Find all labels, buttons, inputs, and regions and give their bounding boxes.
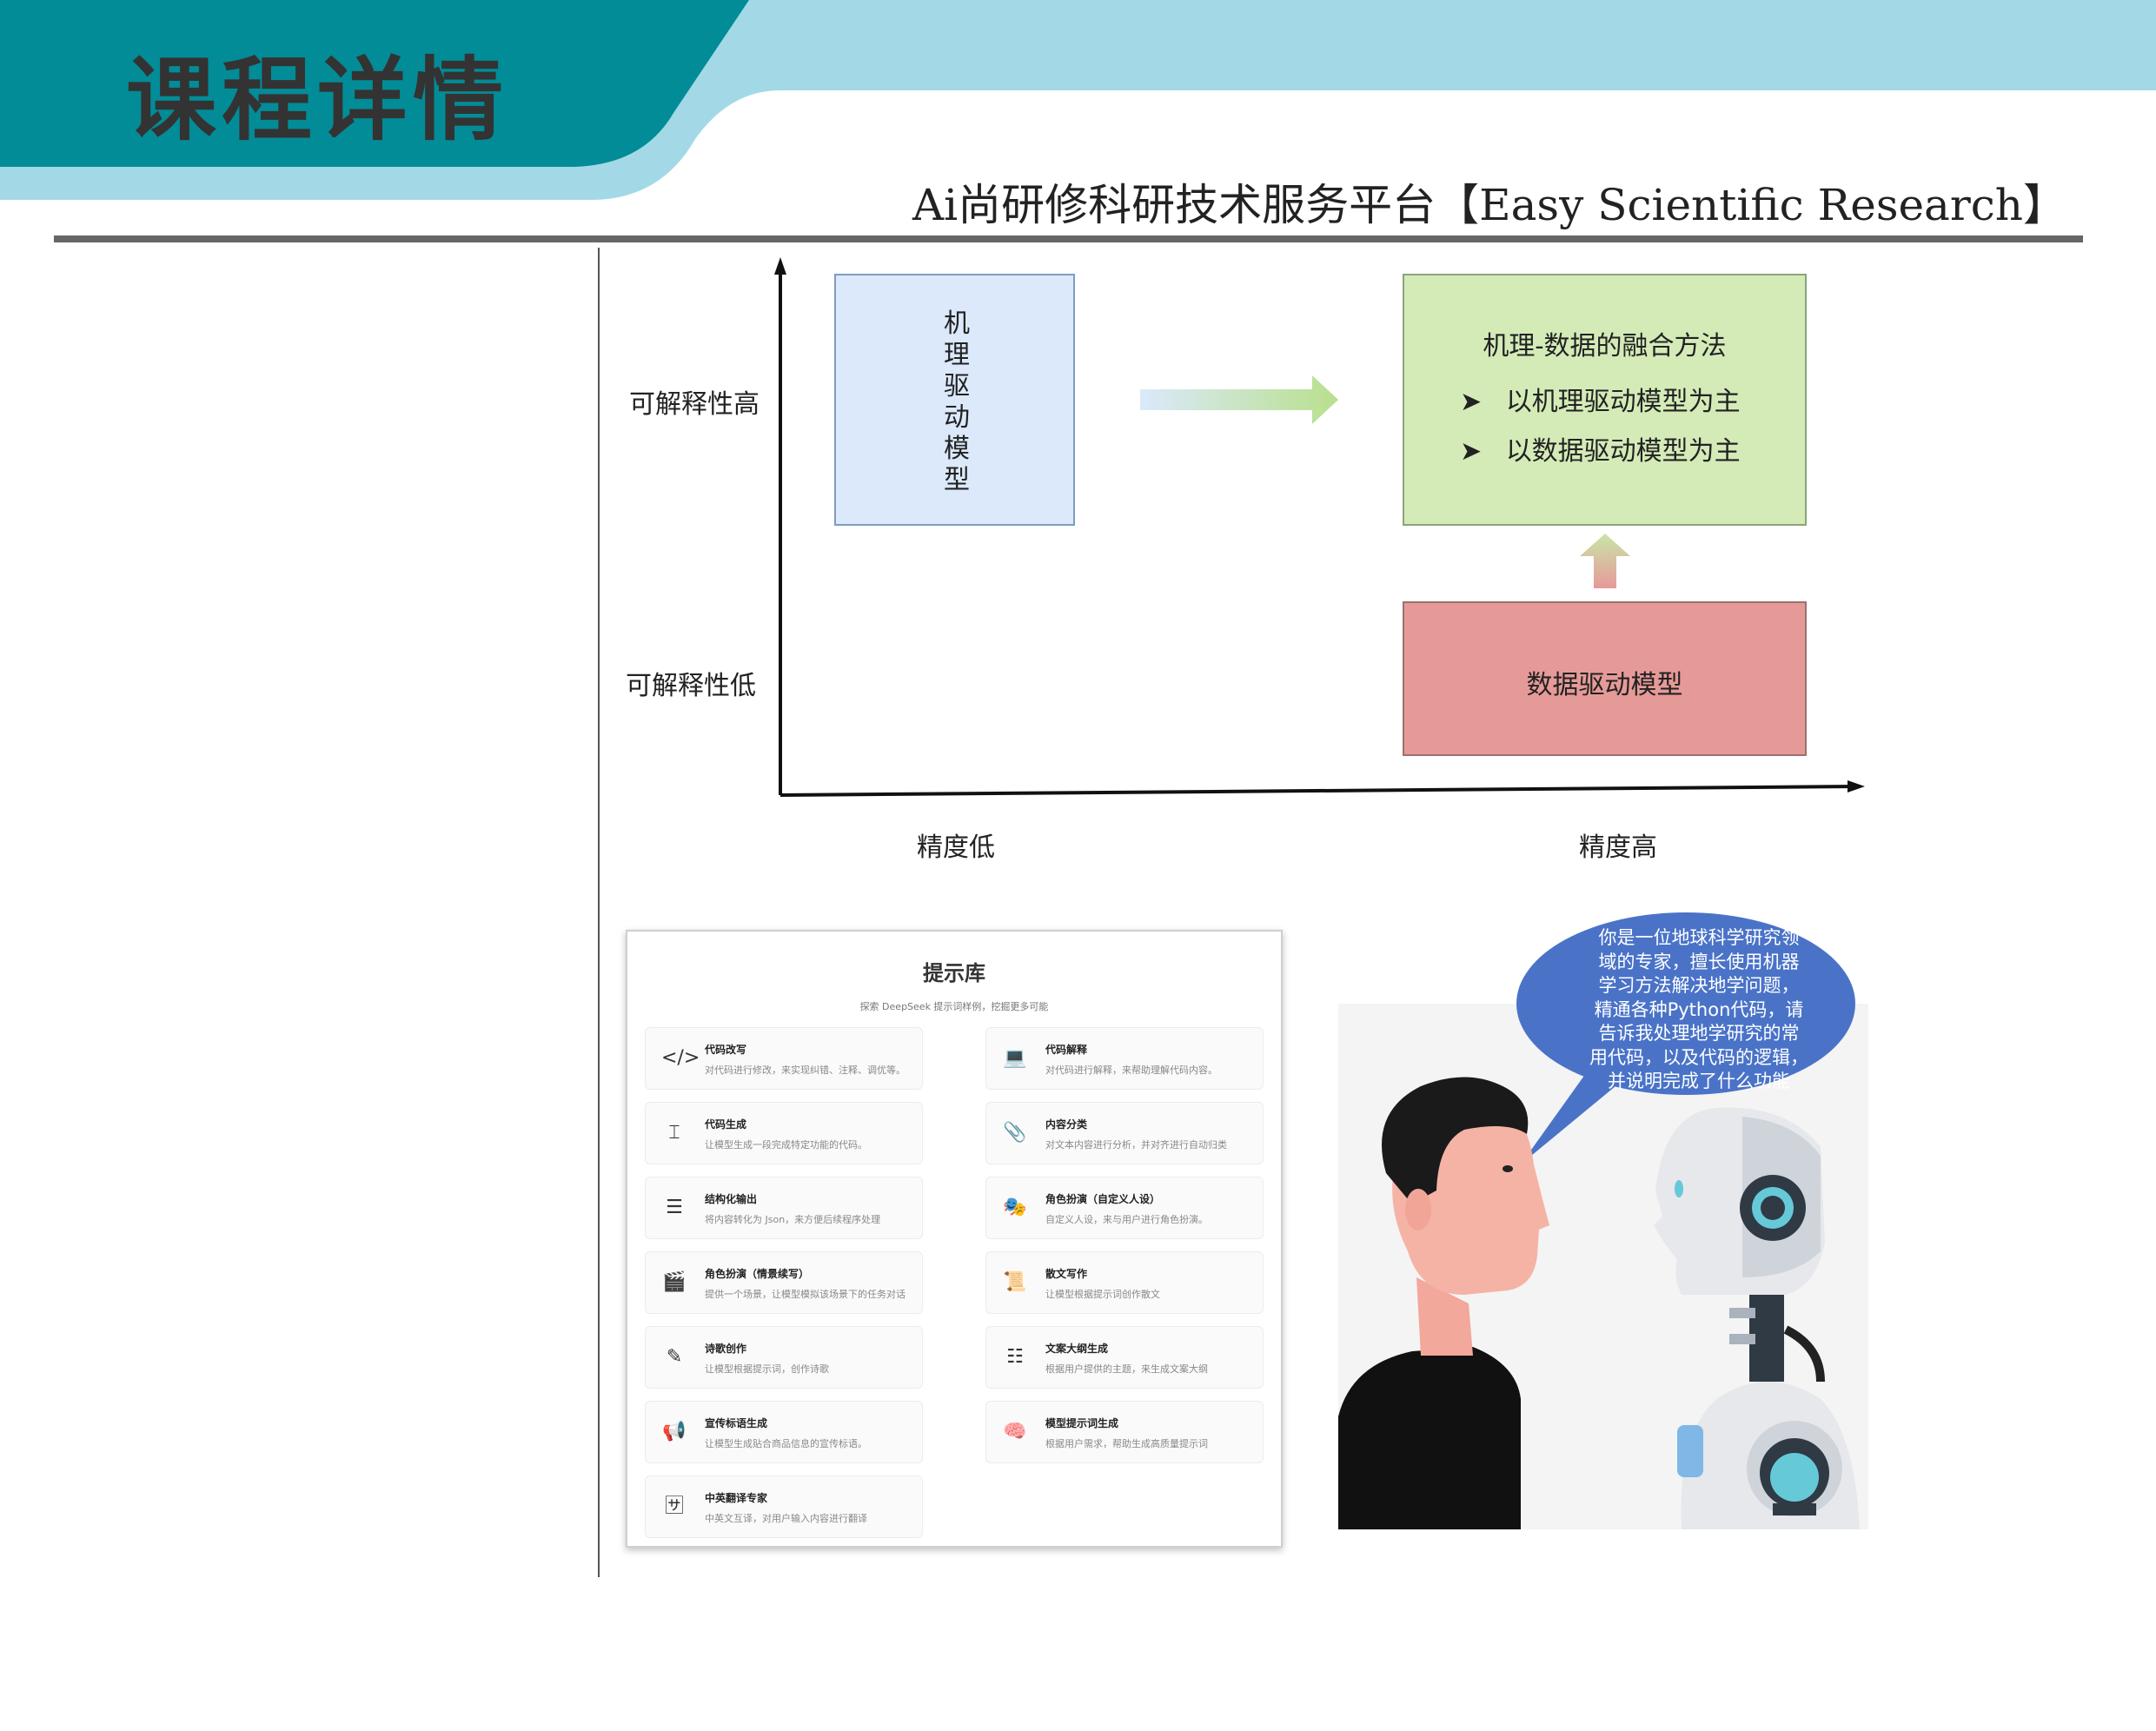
- prompt-item-desc: 自定义人设，来与用户进行角色扮演。: [1045, 1214, 1208, 1225]
- y-low-label: 可解释性低: [626, 671, 756, 701]
- prompt-item-name: 角色扮演（情景续写）: [705, 1268, 810, 1280]
- pencil-icon: ✎: [666, 1346, 683, 1368]
- mechanism-box: [834, 274, 1075, 526]
- platform-name: Ai尚研修科研技术服务平台【Easy Scientific Research】: [912, 180, 2066, 230]
- x-high-label: 精度高: [1579, 832, 1657, 863]
- mechanism-box-label: 机理驱动模型: [944, 308, 970, 495]
- scroll-icon: 📜: [1003, 1271, 1027, 1293]
- cursor-icon: ⌶: [668, 1122, 680, 1144]
- bullet-list-icon: ☷: [1006, 1346, 1024, 1368]
- prompt-item-desc: 根据用户提供的主题，来生成文案大纲: [1045, 1363, 1208, 1375]
- prompt-item[interactable]: 🈂 中英翻译专家中英文互译，对用户输入内容进行翻译: [645, 1476, 923, 1538]
- page-title: 课程详情: [126, 47, 509, 153]
- prompt-item-desc: 让模型根据提示词，创作诗歌: [705, 1363, 829, 1375]
- prompt-item-desc: 中英文互译，对用户输入内容进行翻译: [705, 1513, 867, 1524]
- speech-bubble-text: 你是一位地球科学研究领域的专家，擅长使用机器学习方法解决地学问题，精通各种Pyt…: [1577, 926, 1821, 1094]
- prompt-item[interactable]: ✎ 诗歌创作让模型根据提示词，创作诗歌: [645, 1326, 923, 1389]
- masks-icon: 🎭: [1003, 1197, 1027, 1218]
- clapperboard-icon: 🎬: [662, 1271, 687, 1293]
- paperclip-icon: 📎: [1003, 1122, 1027, 1144]
- x-axis-arrow: [1848, 780, 1865, 793]
- up-arrow: [1580, 534, 1630, 588]
- left-divider: [598, 248, 600, 1577]
- prompt-item-name: 散文写作: [1045, 1268, 1088, 1280]
- prompt-item-desc: 让模型生成一段完成特定功能的代码。: [705, 1139, 867, 1151]
- prompt-item[interactable]: </> 代码改写对代码进行修改，来实现纠错、注释、调优等。: [645, 1027, 923, 1090]
- prompt-item-desc: 让模型生成贴合商品信息的宣传标语。: [705, 1438, 867, 1449]
- prompt-item-name: 诗歌创作: [705, 1343, 747, 1355]
- prompt-library-card: 提示库 探索 DeepSeek 提示词样例，挖掘更多可能 </> 代码改写对代码进…: [626, 930, 1283, 1548]
- prompt-item-name: 代码生成: [705, 1118, 747, 1131]
- megaphone-icon: 📢: [662, 1421, 687, 1442]
- prompt-item-name: 角色扮演（自定义人设）: [1045, 1193, 1161, 1205]
- speech-line: 用代码，以及代码的逻辑，: [1589, 1046, 1808, 1068]
- card-title: 提示库: [923, 961, 985, 985]
- arrow-bullet-icon: ➤: [1460, 387, 1483, 417]
- prompt-item-name: 内容分类: [1045, 1118, 1088, 1131]
- prompt-item-desc: 对文本内容进行分析，并对齐进行自动归类: [1045, 1139, 1227, 1151]
- data-driven-box: [1403, 601, 1807, 756]
- translate-icon: 🈂: [664, 1496, 684, 1517]
- arrow-bullet-icon: ➤: [1460, 436, 1483, 467]
- prompt-item-name: 模型提示词生成: [1045, 1417, 1119, 1429]
- header-divider: [54, 235, 2083, 242]
- header-band: [0, 0, 2156, 200]
- prompt-item-desc: 将内容转化为 Json，来方便后续程序处理: [705, 1214, 881, 1225]
- prompt-item-name: 宣传标语生成: [705, 1417, 768, 1429]
- fusion-box: [1403, 274, 1807, 526]
- prompt-item[interactable]: ☷ 文案大纲生成根据用户提供的主题，来生成文案大纲: [985, 1326, 1264, 1389]
- x-axis: [779, 785, 1856, 797]
- prompt-item[interactable]: 📎 内容分类对文本内容进行分析，并对齐进行自动归类: [985, 1102, 1264, 1164]
- prompt-item[interactable]: ⌶ 代码生成让模型生成一段完成特定功能的代码。: [645, 1102, 923, 1164]
- prompt-item-name: 代码改写: [705, 1044, 747, 1056]
- list-icon: ☰: [666, 1197, 683, 1218]
- speech-line: 你是一位地球科学研究领: [1598, 927, 1800, 948]
- code-icon: </>: [661, 1047, 700, 1069]
- speech-line: 域的专家，擅长使用机器: [1598, 951, 1800, 972]
- brain-icon: 🧠: [1003, 1421, 1027, 1442]
- laptop-icon: 💻: [1003, 1047, 1027, 1069]
- prompt-item[interactable]: 📢 宣传标语生成让模型生成贴合商品信息的宣传标语。: [645, 1401, 923, 1463]
- x-low-label: 精度低: [917, 832, 995, 863]
- prompt-item-name: 中英翻译专家: [705, 1492, 768, 1504]
- fusion-item: ➤ 以机理驱动模型为主: [1460, 380, 1741, 418]
- prompt-item-desc: 让模型根据提示词创作散文: [1045, 1289, 1160, 1300]
- speech-line: 学习方法解决地学问题，: [1598, 975, 1800, 996]
- fusion-item: ➤ 以数据驱动模型为主: [1460, 429, 1741, 468]
- prompt-item-desc: 提供一个场景，让模型模拟该场景下的任务对话: [705, 1289, 906, 1300]
- y-axis-arrow: [774, 257, 786, 275]
- fusion-item-label: 以机理驱动模型为主: [1505, 387, 1741, 417]
- fusion-title: 机理-数据的融合方法: [1483, 331, 1727, 361]
- prompt-item-name: 代码解释: [1045, 1044, 1088, 1056]
- prompt-item-name: 结构化输出: [705, 1193, 758, 1205]
- prompt-item[interactable]: ☰ 结构化输出将内容转化为 Json，来方便后续程序处理: [645, 1177, 923, 1239]
- card-subtitle: 探索 DeepSeek 提示词样例，挖掘更多可能: [859, 1001, 1049, 1012]
- prompt-item[interactable]: 🎬 角色扮演（情景续写） 提供一个场景，让模型模拟该场景下的任务对话: [645, 1251, 923, 1314]
- prompt-item-name: 文案大纲生成: [1045, 1343, 1109, 1355]
- prompt-item[interactable]: 💻 代码解释对代码进行解释，来帮助理解代码内容。: [985, 1027, 1264, 1090]
- y-high-label: 可解释性高: [629, 389, 760, 420]
- speech-line: 精通各种Python代码，请: [1594, 998, 1804, 1020]
- prompt-item[interactable]: 🧠 模型提示词生成根据用户需求，帮助生成高质量提示词: [985, 1401, 1264, 1463]
- speech-line: 并说明完成了什么功能: [1608, 1071, 1790, 1091]
- diagram-axes: [774, 257, 1865, 797]
- speech-line: 告诉我处理地学研究的常: [1598, 1023, 1800, 1044]
- fusion-item-label: 以数据驱动模型为主: [1505, 436, 1741, 467]
- right-arrow: [1140, 375, 1338, 424]
- human-robot-illustration: [1338, 912, 1868, 1529]
- data-driven-label: 数据驱动模型: [1526, 670, 1683, 700]
- prompt-item-desc: 根据用户需求，帮助生成高质量提示词: [1045, 1438, 1208, 1449]
- prompt-item-desc: 对代码进行修改，来实现纠错、注释、调优等。: [705, 1064, 906, 1076]
- prompt-item-desc: 对代码进行解释，来帮助理解代码内容。: [1045, 1064, 1217, 1076]
- prompt-item[interactable]: 📜 散文写作让模型根据提示词创作散文: [985, 1251, 1264, 1314]
- prompt-item[interactable]: 🎭 角色扮演（自定义人设） 自定义人设，来与用户进行角色扮演。: [985, 1177, 1264, 1239]
